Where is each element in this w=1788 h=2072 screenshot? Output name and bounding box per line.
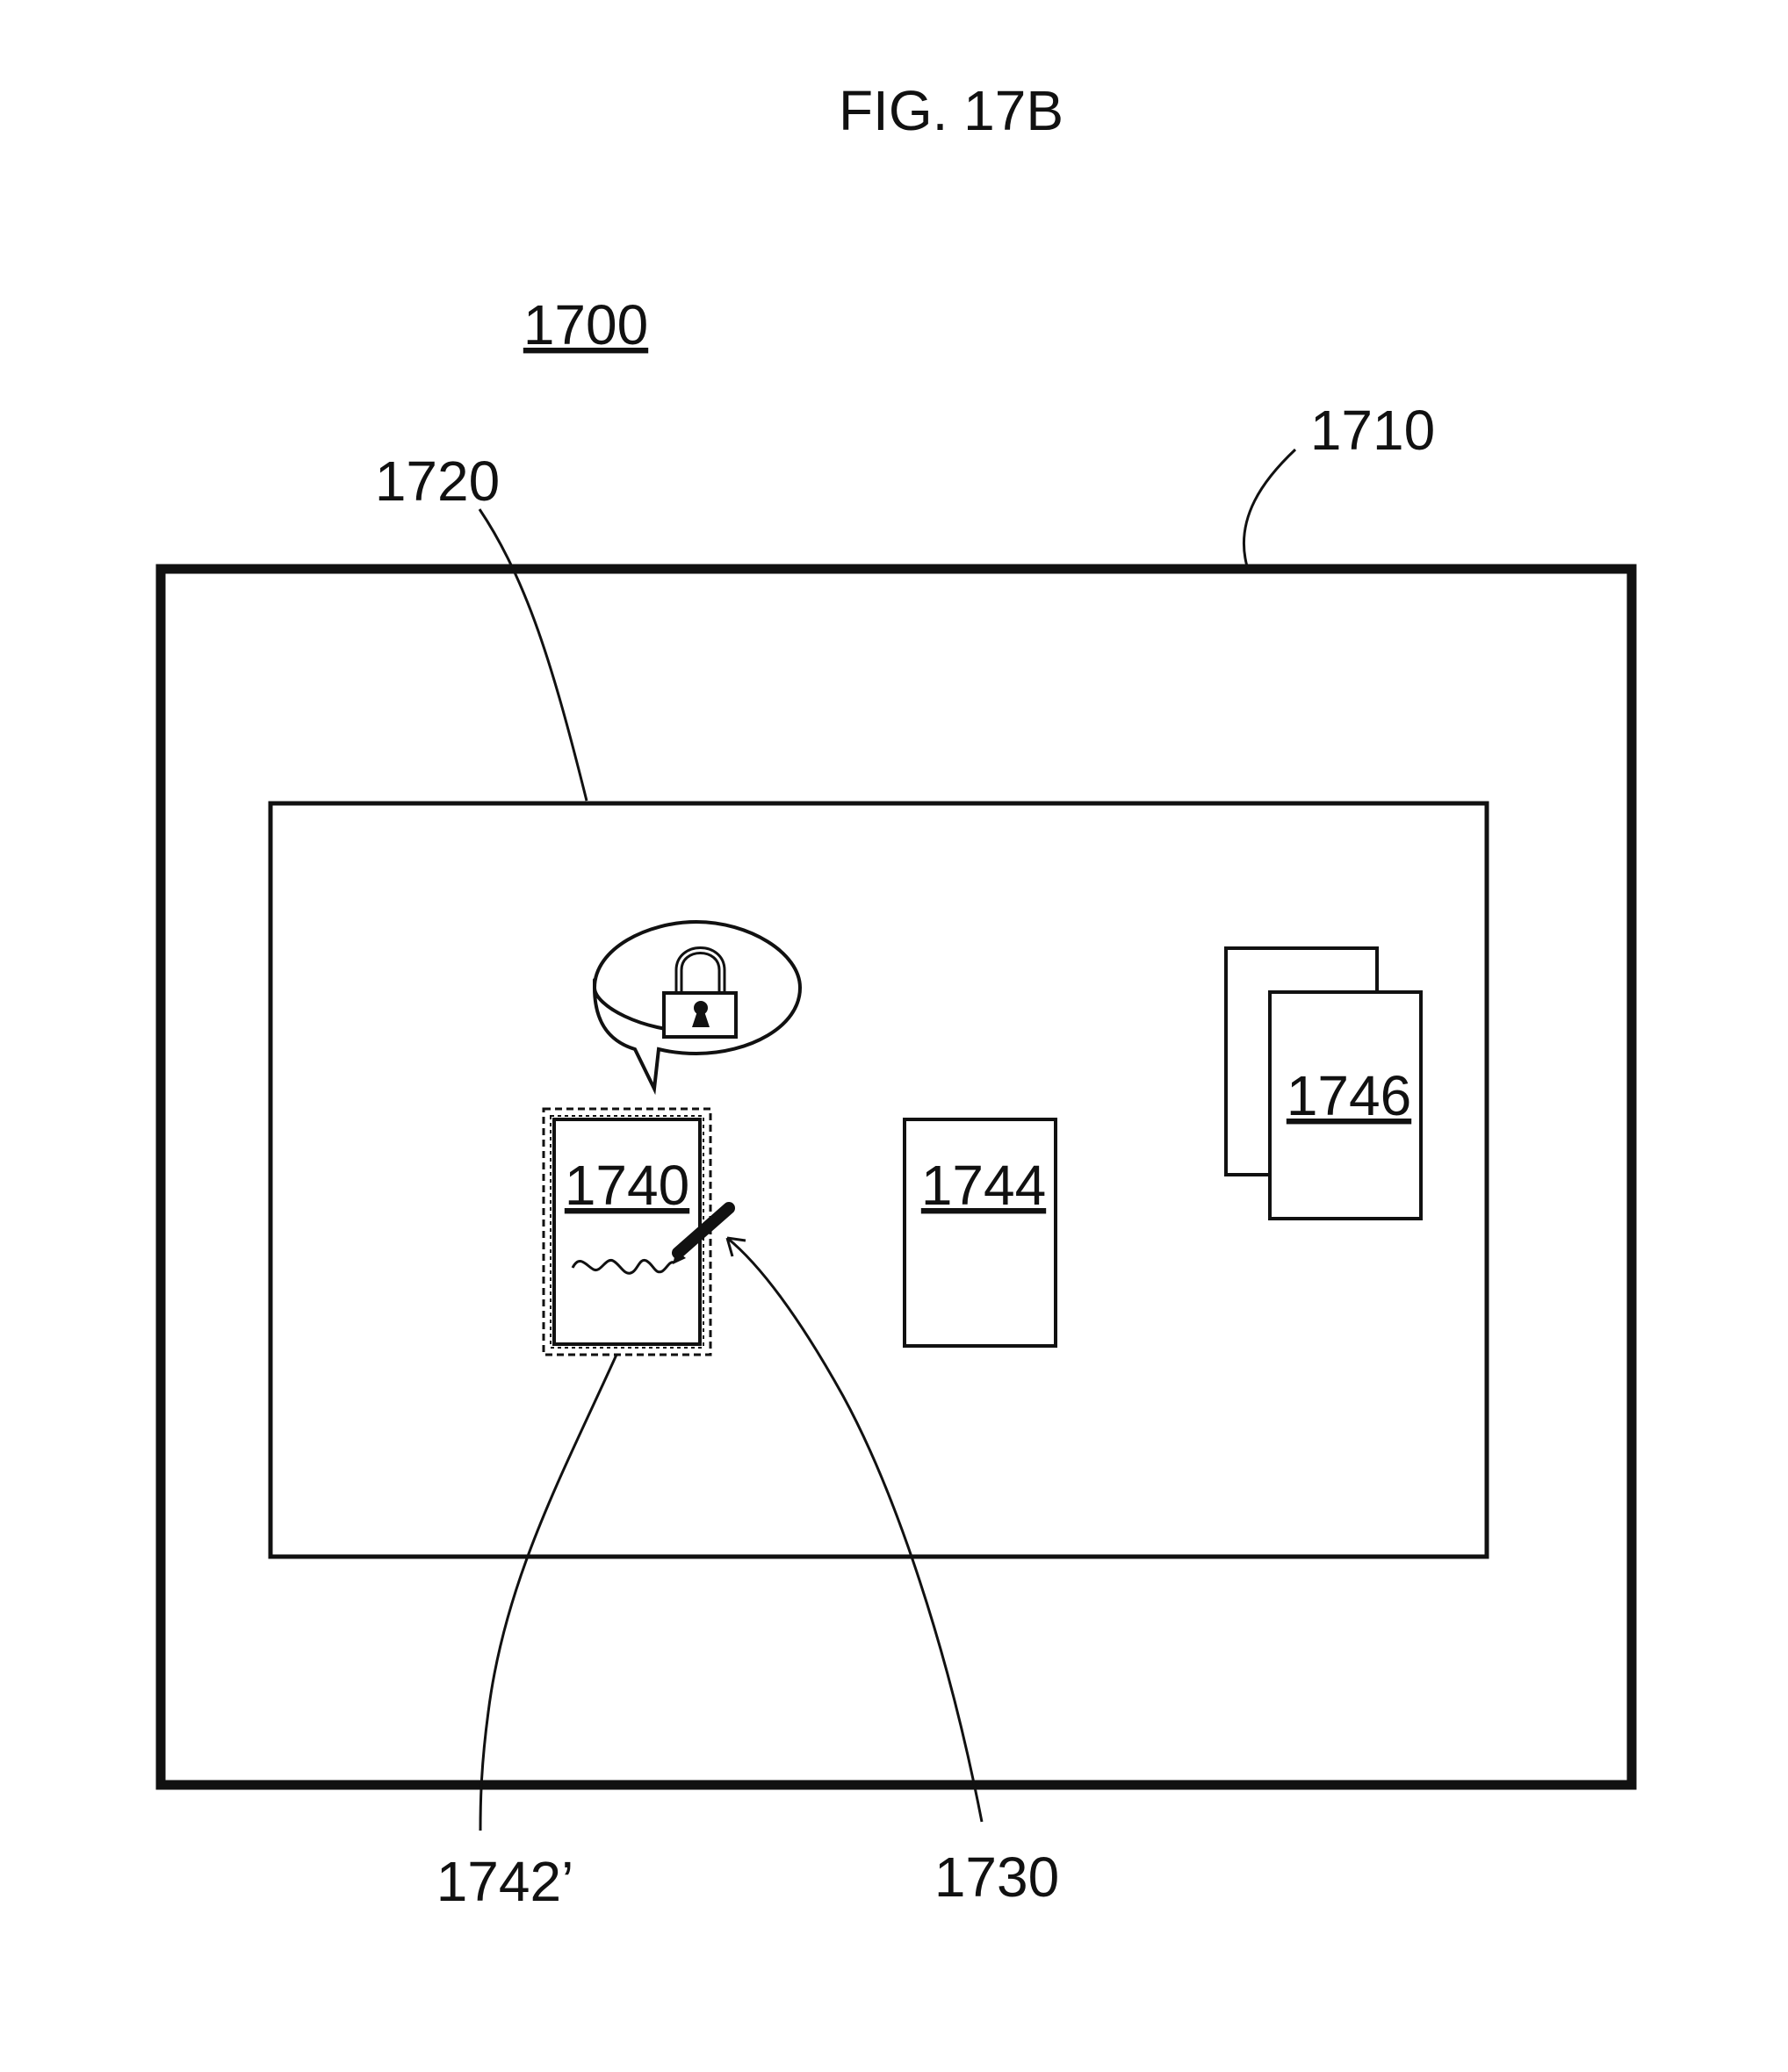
label-1744: 1744 (921, 1154, 1046, 1217)
label-1720: 1720 (375, 450, 500, 513)
leader-1720 (479, 509, 587, 801)
padlock-icon (664, 951, 736, 1038)
label-1746: 1746 (1287, 1064, 1411, 1127)
label-1700: 1700 (523, 293, 648, 356)
label-1730: 1730 (934, 1845, 1059, 1909)
label-1710: 1710 (1310, 399, 1435, 462)
label-1740: 1740 (565, 1154, 689, 1217)
label-1742-prime: 1742’ (436, 1850, 574, 1913)
figure-title: FIG. 17B (839, 79, 1063, 142)
leader-1742 (480, 1355, 616, 1831)
leader-1710 (1244, 450, 1295, 566)
